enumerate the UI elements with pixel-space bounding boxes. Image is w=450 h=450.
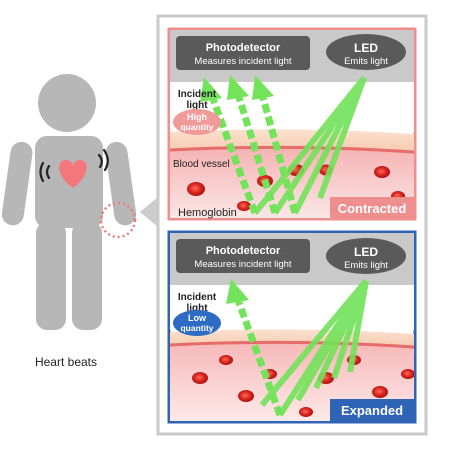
hemoglobin-cells-bottom	[192, 355, 414, 417]
hemoglobin-cell	[192, 372, 208, 384]
photodetector-sub-bottom: Measures incident light	[194, 259, 292, 270]
reflected-beams-bottom	[234, 298, 284, 417]
high-quantity-line-1: High	[187, 112, 207, 122]
photodetector-title-top: Photodetector	[206, 42, 281, 54]
led-title-top: LED	[354, 41, 378, 55]
incident-label-bottom-2: light	[186, 303, 208, 314]
led-title-bottom: LED	[354, 245, 378, 259]
person-figure	[1, 74, 137, 330]
hemoglobin-cell	[187, 182, 205, 196]
hemoglobin-label: Hemoglobin	[178, 207, 237, 219]
hemoglobin-cell	[374, 166, 390, 178]
expanded-label: Expanded	[341, 403, 403, 418]
hemoglobin-cell	[372, 386, 388, 398]
hemoglobin-cell	[299, 407, 313, 417]
panel-contracted: Photodetector Measures incident light LE…	[167, 27, 417, 221]
arrowhead-icon	[200, 77, 222, 102]
person-right-leg	[72, 222, 102, 330]
arrowhead-icon	[227, 75, 249, 100]
high-quantity-badge	[173, 109, 221, 135]
incident-label-bottom-1: Incident	[178, 292, 217, 303]
led-sub-bottom: Emits light	[344, 260, 388, 271]
low-quantity-line-1: Low	[188, 313, 207, 323]
hemoglobin-cell	[238, 390, 254, 402]
reflected-beams-top	[208, 92, 299, 215]
heart-beats-caption: Heart beats	[35, 355, 97, 369]
incident-label-top-2: light	[186, 100, 208, 111]
person-right-arm	[105, 141, 137, 226]
hemoglobin-cell	[237, 201, 251, 211]
light-beams-top	[252, 76, 367, 215]
person-left-leg	[36, 222, 66, 330]
vessel-wall-bottom	[170, 340, 414, 349]
photodetector-title-bottom: Photodetector	[206, 245, 281, 257]
callout-pointer	[140, 197, 158, 227]
arrowhead-icon	[226, 279, 249, 304]
photodetector-box-top	[176, 36, 310, 70]
heartbeat-lines-icon	[39, 148, 109, 183]
person-left-arm	[1, 141, 33, 226]
person-head	[38, 74, 96, 132]
contracted-label: Contracted	[338, 201, 407, 216]
led-badge-bottom	[326, 238, 406, 274]
photodetector-box-bottom	[176, 239, 310, 273]
panel-expanded: Photodetector Measures incident light LE…	[167, 230, 417, 424]
vessel-wall-top	[170, 145, 414, 154]
led-sub-top: Emits light	[344, 56, 388, 67]
arrowhead-icon	[252, 75, 274, 100]
high-quantity-line-2: quantity	[180, 122, 213, 132]
contracted-label-box	[330, 197, 414, 218]
low-quantity-badge	[173, 310, 221, 336]
wrist-highlight-circle	[99, 201, 137, 239]
hemoglobin-cell	[219, 355, 233, 365]
light-beams-bottom	[259, 279, 369, 417]
heart-icon	[59, 160, 87, 188]
low-quantity-line-2: quantity	[180, 323, 213, 333]
beam-arrowheads-top	[200, 75, 274, 102]
blood-vessel-label: Blood vessel	[173, 159, 230, 170]
hemoglobin-cell	[401, 369, 414, 379]
expanded-label-box	[330, 399, 414, 421]
led-badge-top	[326, 34, 406, 70]
incident-label-top-1: Incident	[178, 89, 217, 100]
photodetector-sub-top: Measures incident light	[194, 56, 292, 67]
